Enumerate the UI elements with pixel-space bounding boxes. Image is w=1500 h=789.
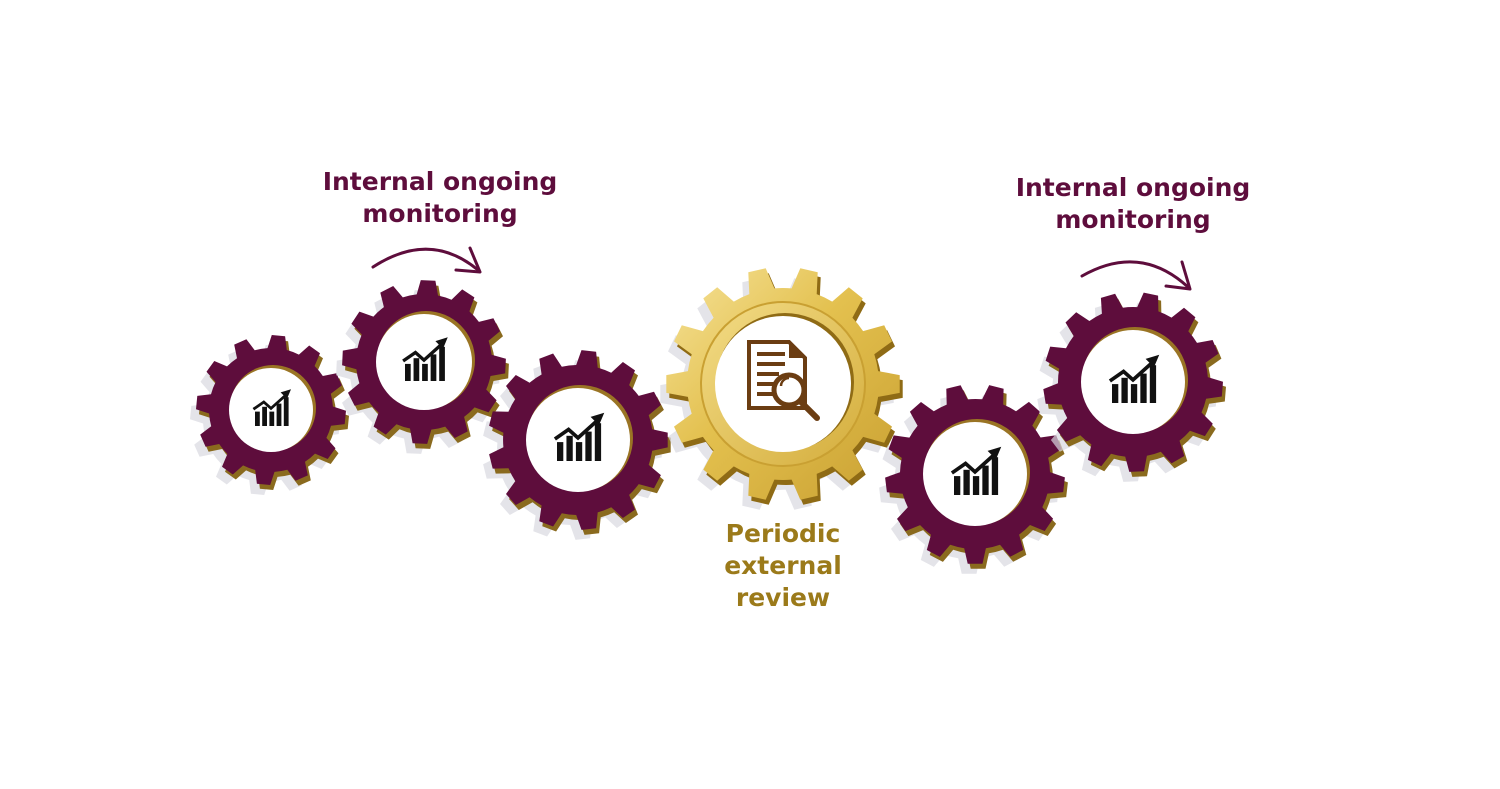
label-line: monitoring (362, 199, 518, 228)
label-line: monitoring (1055, 205, 1211, 234)
gear-3 (483, 350, 671, 540)
document-search-icon (747, 340, 820, 421)
gear-5 (879, 385, 1068, 574)
gear-6 (1037, 292, 1226, 482)
gear-2 (336, 280, 509, 454)
gear-4 (660, 268, 903, 510)
label-line: external (724, 551, 842, 580)
label-line: review (735, 583, 831, 612)
label-line: Internal ongoing (1015, 173, 1251, 202)
curved-arrow-icon (1080, 260, 1190, 289)
arrow-head-icon (454, 246, 482, 274)
gear-1 (190, 335, 349, 495)
curved-arrow-icon (371, 247, 480, 272)
label-internal-monitoring-left: Internal ongoing monitoring (300, 166, 580, 230)
label-line: Periodic (725, 519, 841, 548)
label-internal-monitoring-right: Internal ongoing monitoring (993, 172, 1273, 236)
label-periodic-external-review: Periodic external review (683, 518, 883, 614)
arrow-right (1080, 260, 1192, 291)
arrow-left (371, 246, 482, 274)
label-line: Internal ongoing (322, 167, 558, 196)
arrow-head-icon (1164, 260, 1192, 291)
